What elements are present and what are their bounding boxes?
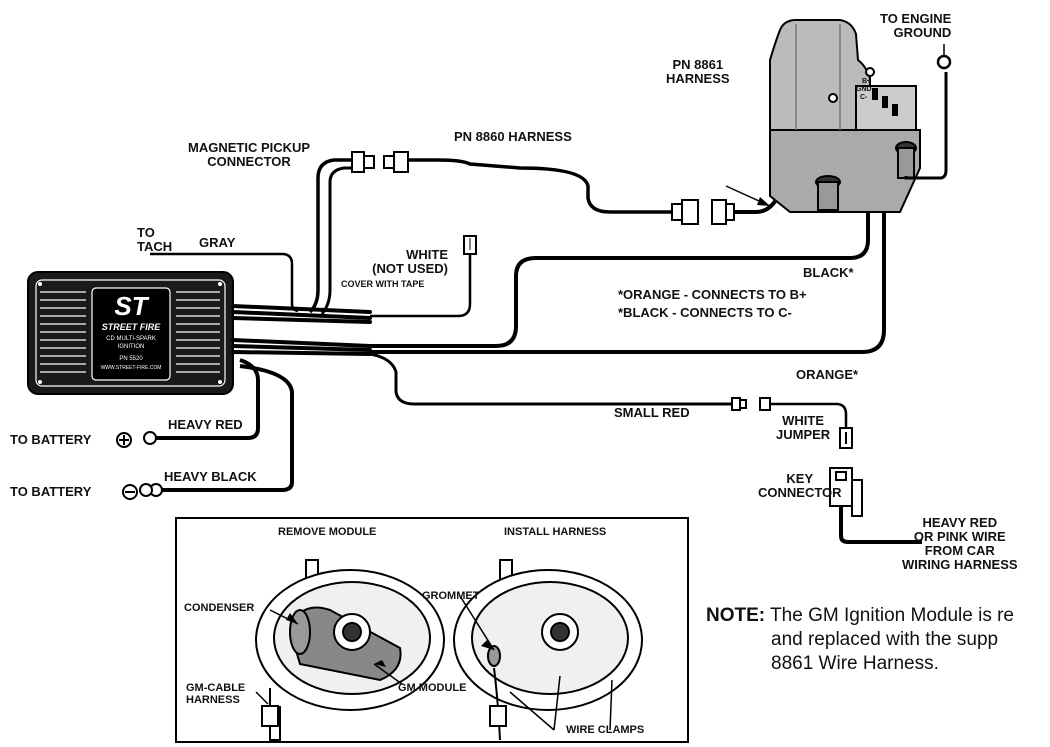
gm-cable-harness-label: GM-CABLE HARNESS <box>186 682 246 706</box>
orange-coil-wire <box>370 140 886 354</box>
white-unused-wire <box>370 252 472 318</box>
heavy-red-pink-label: HEAVY RED OR PINK WIRE FROM CAR WIRING H… <box>902 515 1018 572</box>
engine-ground-wire <box>904 72 948 180</box>
grommet-label: GROMMET <box>422 590 480 602</box>
wire-clamps-label: WIRE CLAMPS <box>566 724 645 736</box>
distributor-remove-module <box>255 559 445 741</box>
install-harness-label: INSTALL HARNESS <box>504 526 607 538</box>
distributor-install-harness <box>453 559 643 741</box>
heavy-red-wire <box>154 358 260 440</box>
orange-star-label: ORANGE* <box>796 367 859 382</box>
module-url: WWW.STREET-FIRE.COM <box>100 365 162 371</box>
module-subtitle-2: IGNITION <box>117 344 145 350</box>
magnetic-pickup-wire <box>308 158 352 314</box>
magnetic-pickup-label: MAGNETIC PICKUP CONNECTOR <box>188 140 311 169</box>
note-line-3: 8861 Wire Harness. <box>771 653 939 674</box>
module-logo-mark: ST <box>114 291 148 321</box>
heavy-black-wire <box>160 364 294 492</box>
cover-tape-label: COVER WITH TAPE <box>341 279 425 289</box>
module-logo-brand: STREET FIRE <box>101 322 161 332</box>
coil-terminal-c: C- <box>860 94 868 101</box>
white-not-used-label: WHITE (NOT USED) <box>372 247 448 276</box>
to-battery-negative-label: TO BATTERY <box>10 484 92 499</box>
condenser-label: CONDENSER <box>184 602 255 614</box>
note-line-2: and replaced with the supp <box>771 629 999 650</box>
small-red-connector <box>731 397 771 411</box>
note-label: NOTE: <box>706 605 766 626</box>
ignition-coil <box>769 19 921 213</box>
white-jumper-label: WHITE JUMPER <box>776 413 831 442</box>
pn8860-coil-connector <box>671 199 735 225</box>
small-red-label: SMALL RED <box>614 405 690 420</box>
coil-terminal-b: B+ <box>862 78 872 85</box>
ignition-module-box <box>27 271 234 395</box>
small-red-wire <box>369 352 732 406</box>
coil-terminal-gnd: GND <box>856 86 872 93</box>
white-jumper-wire <box>770 402 848 428</box>
gray-label: GRAY <box>199 235 236 250</box>
module-part-number: PN 5520 <box>119 356 143 362</box>
battery-positive-icon <box>116 432 132 448</box>
pn8861-label: PN 8861 HARNESS <box>666 57 730 86</box>
key-connector-label: KEY CONNECTOR <box>758 471 842 500</box>
heavy-black-label: HEAVY BLACK <box>164 469 257 484</box>
battery-negative-icon <box>122 484 138 500</box>
gm-module-label: GM MODULE <box>398 682 467 694</box>
gray-tach-wire <box>150 252 299 313</box>
note-text: NOTE: The GM Ignition Module is re and r… <box>706 604 1014 676</box>
pn8860-harness-wire <box>408 158 672 214</box>
module-subtitle: CD MULTI-SPARK <box>106 336 156 342</box>
pn8860-label: PN 8860 HARNESS <box>454 129 572 144</box>
magnetic-pickup-connector <box>351 151 409 173</box>
module-wire-bundle <box>231 304 372 356</box>
to-tach-label: TO TACH <box>137 225 173 254</box>
engine-ground-label: TO ENGINE GROUND <box>880 11 952 40</box>
black-star-label: BLACK* <box>803 265 854 280</box>
black-c-minus-label: *BLACK - CONNECTS TO C- <box>618 305 792 320</box>
orange-b-plus-label: *ORANGE - CONNECTS TO B+ <box>618 287 807 302</box>
remove-module-label: REMOVE MODULE <box>278 526 377 538</box>
note-line-1: The GM Ignition Module is re <box>770 605 1014 626</box>
black-coil-wire <box>370 140 870 348</box>
to-battery-positive-label: TO BATTERY <box>10 432 92 447</box>
heavy-red-label: HEAVY RED <box>168 417 243 432</box>
